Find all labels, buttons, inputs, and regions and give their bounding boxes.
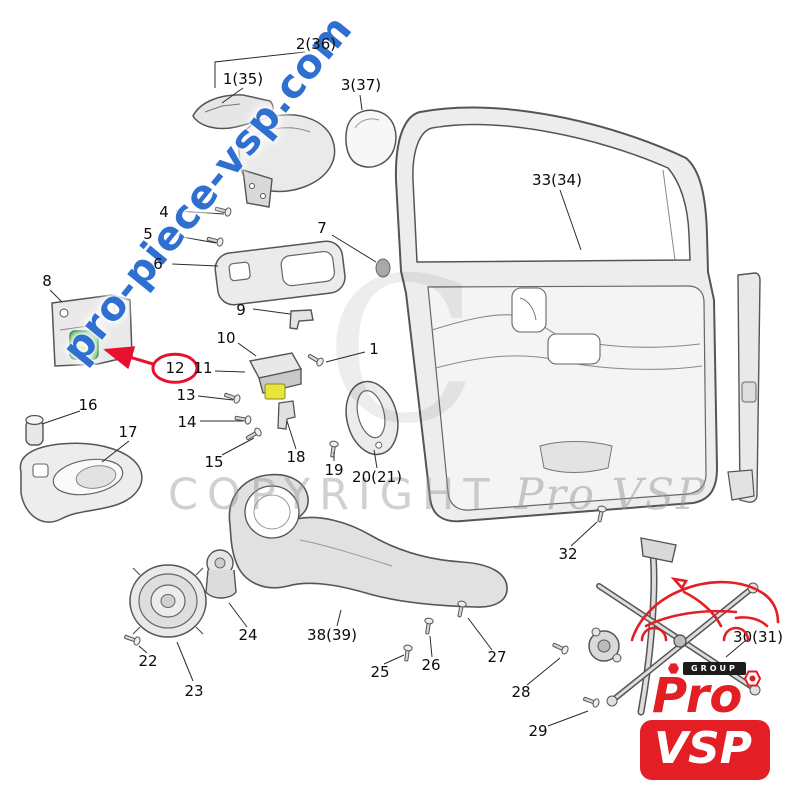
hexagon-dot-icon bbox=[744, 670, 762, 687]
car-sketch-icon bbox=[630, 577, 780, 642]
logo-pro-text: Pro bbox=[652, 668, 762, 724]
copyright-brand: Pro VSP bbox=[514, 470, 708, 520]
armrest-art bbox=[228, 473, 508, 608]
logo-vsp-badge: VSP bbox=[640, 720, 770, 780]
provsp-logo: GROUP Pro VSP bbox=[622, 574, 794, 786]
bracket-18-art bbox=[277, 400, 296, 430]
handle-trim-art bbox=[19, 442, 143, 523]
door-panel-art bbox=[394, 106, 761, 523]
mirror-assembly-art bbox=[192, 94, 397, 208]
leader-lines bbox=[41, 51, 746, 727]
plug-7-art bbox=[375, 258, 391, 278]
copyright-watermark: COPYRIGHT Pro VSP bbox=[168, 470, 707, 520]
actuator-art bbox=[205, 549, 237, 599]
switch-10-art bbox=[248, 352, 303, 400]
highlight-arrow bbox=[103, 346, 154, 370]
switch-bezel-art bbox=[214, 240, 346, 306]
speaker-art bbox=[129, 564, 207, 638]
logo-group-badge: GROUP bbox=[668, 662, 746, 675]
copyright-word: COPYRIGHT bbox=[168, 470, 499, 520]
group-label: GROUP bbox=[683, 662, 746, 675]
clip-9-art bbox=[289, 309, 314, 330]
hexagon-icon bbox=[668, 663, 679, 674]
backdrop-letter-watermark: C bbox=[325, 235, 479, 468]
handle-bezel-art bbox=[345, 380, 399, 456]
pro-word: Pro bbox=[652, 668, 743, 724]
lock-knob-art bbox=[25, 414, 44, 446]
highlighted-yellow-part bbox=[264, 383, 286, 400]
